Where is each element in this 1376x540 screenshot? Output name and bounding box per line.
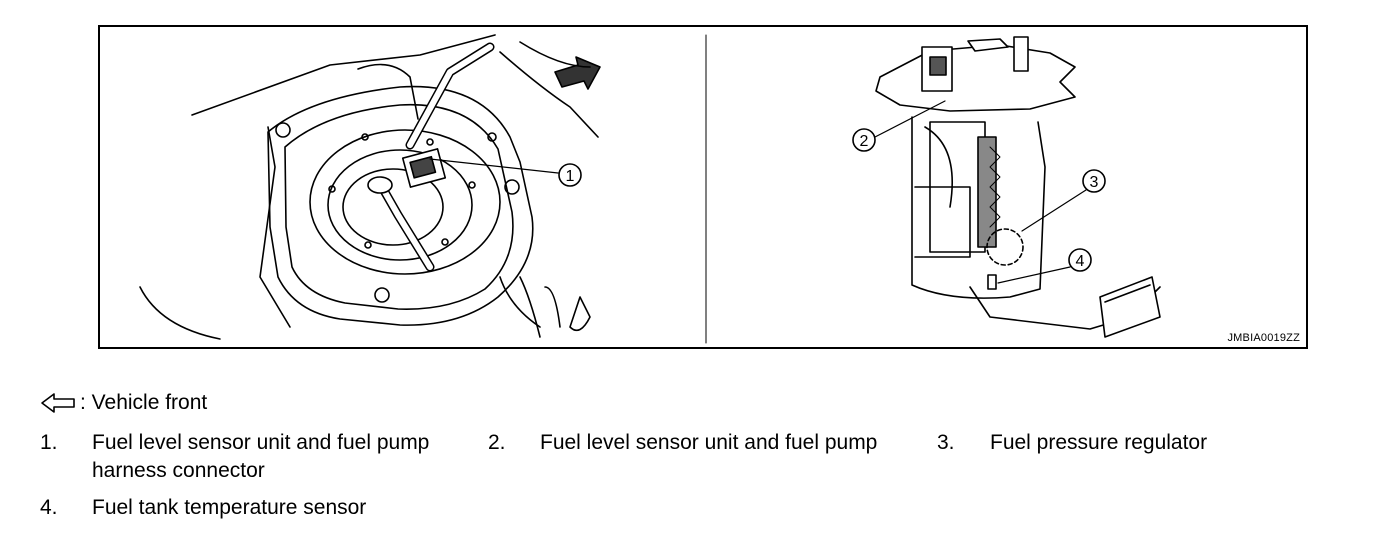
outline-arrow-left-icon [41, 393, 75, 413]
part-4-number: 4. [40, 496, 58, 519]
legend-text: : Vehicle front [80, 391, 208, 414]
legend-vehicle-front: : Vehicle front [40, 391, 207, 415]
tank-top-view [139, 34, 601, 340]
callout-4-circle [1068, 248, 1092, 272]
callout-3-leader [1021, 189, 1087, 232]
fuel-pump-illustration: 1 2 [139, 34, 1161, 344]
illustration-frame: 1 2 [98, 25, 1308, 349]
part-3-number: 3. [937, 431, 955, 454]
part-4-name: Fuel tank temperature sensor [92, 496, 367, 519]
figure-id-label: JMBIA0019ZZ [1227, 332, 1300, 344]
callout-2-text: 2 [860, 133, 869, 150]
part-1-name: Fuel level sensor unit and fuel pump [92, 431, 430, 454]
part-1-name-line2: harness connector [92, 459, 265, 482]
callout-1-circle [558, 163, 582, 187]
callout-2-leader [874, 100, 946, 138]
pump-assembly [875, 36, 1161, 338]
callout-3-text: 3 [1090, 174, 1099, 191]
callout-4-leader [997, 266, 1071, 284]
callout-1-text: 1 [566, 168, 575, 185]
callout-4-text: 4 [1076, 253, 1085, 270]
part-2-number: 2. [488, 431, 506, 454]
part-1-number: 1. [40, 431, 58, 454]
callout-1-leader [429, 158, 559, 174]
callout-3-circle [1082, 169, 1106, 193]
callout-2-circle [852, 128, 876, 152]
part-3-name: Fuel pressure regulator [990, 431, 1208, 454]
part-2-name: Fuel level sensor unit and fuel pump [540, 431, 878, 454]
